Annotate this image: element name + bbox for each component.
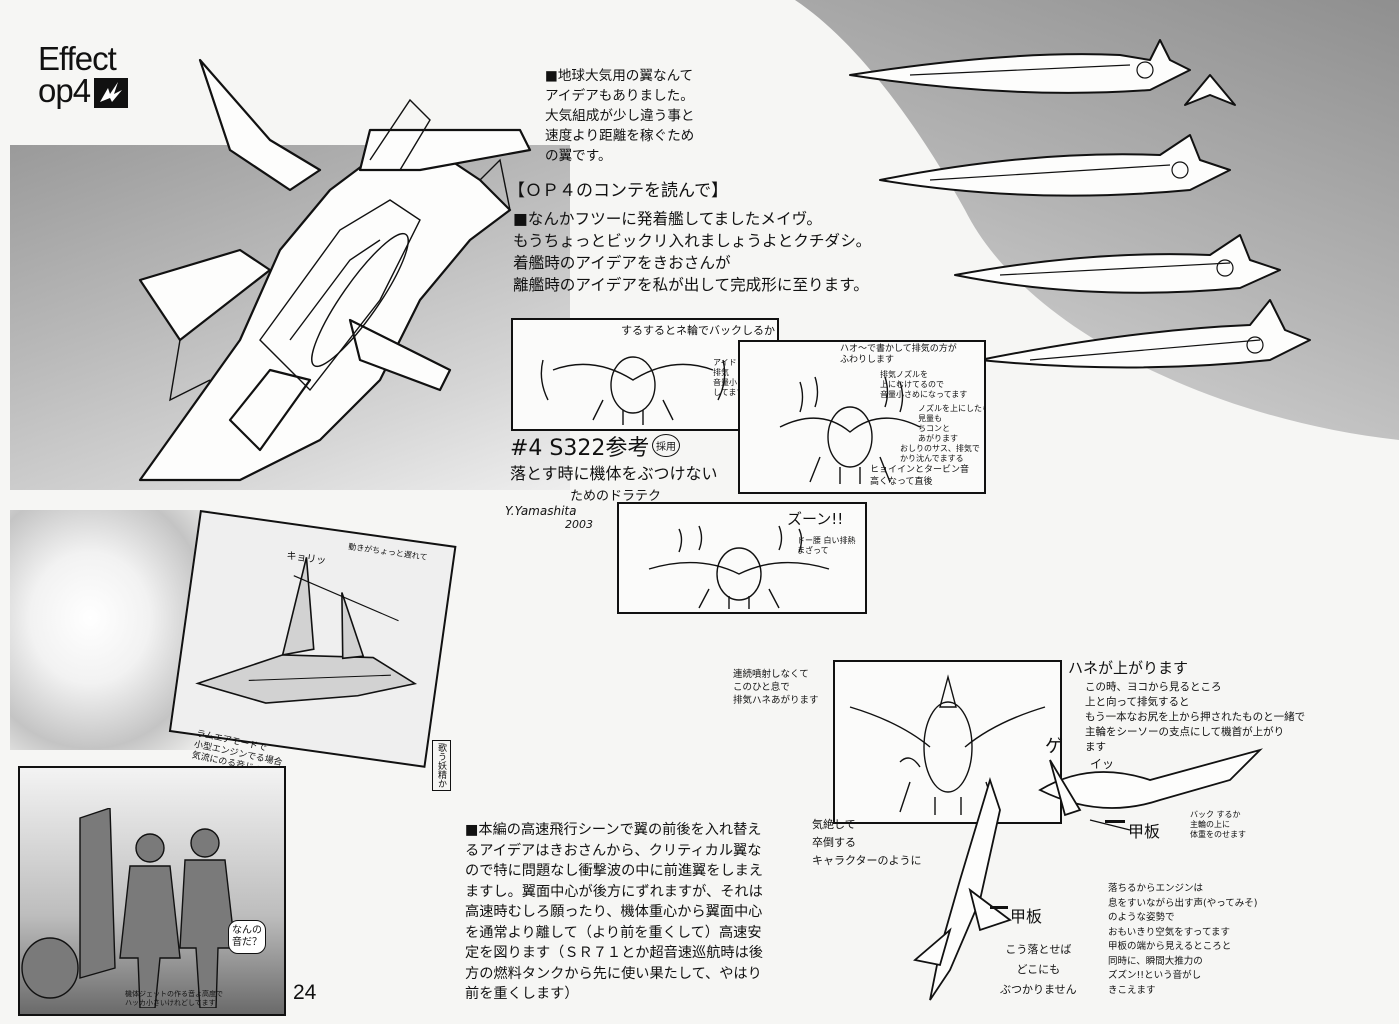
panel-3-sfx: ズーン!! — [787, 510, 844, 528]
note-atmospheric-wing: ■地球大気用の翼なんて アイデアもありました。 大気組成が少し違う事と 速度より… — [545, 68, 695, 164]
sfx-i: イッ — [1090, 757, 1115, 771]
panel-2-bottom-note: ヒョイインとタービン音 高くなって直後 — [870, 465, 970, 487]
conte-body-text: ■なんかフツーに発着艦してましたメイヴ。 もうちょっとビックリ入れましょうよとク… — [513, 210, 872, 294]
artist-signature: Y.Yamashita — [505, 504, 577, 518]
fainting-character-note: 気絶して 卒倒する キャラクターのように — [812, 818, 922, 867]
continuous-thrust-note: 連続噴射しなくて このひと息で 排気ハネあがります — [733, 669, 819, 706]
yukikaze-logo-icon — [94, 78, 129, 108]
note-forward-swept-wing: ■本編の高速飛行シーンで翼の前後を入れ替え るアイデアはきおさんから、クリティカ… — [465, 822, 763, 1002]
page-number: 24 — [293, 981, 317, 1004]
storyboard-panel-3: ズーン!! ドー腰 白い排熱 まざって — [617, 502, 867, 614]
speech-bubble-what-sound: なんの 音だ？ — [228, 920, 266, 954]
panel-3-side-note: ドー腰 白い排熱 まざって — [797, 536, 856, 555]
conte-heading: 【ＯＰ４のコンテを読んで】 — [508, 181, 729, 201]
deck-2-note: こう落とせば どこにも ぶつかりません — [1000, 943, 1077, 996]
reference-s322: #4 S322参考 — [510, 436, 650, 461]
falling-fighter-sketch — [913, 777, 1012, 1001]
panel-1-caption: するするとネ輪でバックしるから — [621, 324, 779, 337]
deck-line-2 — [990, 906, 1008, 909]
engine-sound-note: 落ちるからエンジンは 息をすいながら出す声(やってみそ) のような姿勢で おもい… — [1108, 883, 1258, 996]
reference-note-line-2: 落とす時に機体をぶつけない — [510, 464, 718, 483]
deck-line-1 — [1105, 820, 1125, 823]
storyboard-panel-2: ハオ〜で書かして排気の方が ふわりします 排気ノズルを 上にむけてるので 音量小… — [738, 340, 986, 494]
deck-label-2: 甲板 — [1010, 907, 1043, 926]
panel-2-sketch — [779, 376, 921, 484]
deck-label-1: 甲板 — [1128, 822, 1161, 841]
panel-4-explanation: この時、ヨコから見るところ 上と向って排気すると もう一本なお尻を上から押された… — [1085, 681, 1306, 753]
panel-4-title-note: ハネが上がります — [1068, 659, 1189, 677]
pilots-walking-sketch — [21, 808, 236, 1008]
pilot-illustration-panel: なんの 音だ？ 機体ジェットの作る音よ高度で ハッカ小さいけれどしてます — [18, 766, 286, 1016]
deck-fighter-rotating-sketch — [1038, 748, 1264, 831]
panel-3-sketch — [648, 525, 830, 609]
fighter-transformation-sketch-panel: キョリッ 動きがちょっと遅れて — [168, 510, 457, 768]
title-line-1: Effect — [38, 40, 117, 77]
deck-1-note: バック するか 主輪の上に 体重をのせます — [1190, 810, 1246, 839]
singing-fairy-note: 歌う妖精か — [432, 740, 451, 791]
panel-2-caption: ハオ〜で書かして排気の方が ふわりします — [840, 344, 957, 365]
artist-signature-year: 2003 — [565, 518, 593, 531]
page-title: Effect op4 — [38, 40, 129, 109]
transforming-fighter-sketch — [195, 557, 418, 704]
reference-note-line-3: ためのドラテク — [570, 489, 662, 504]
panel-2-side-note-1: 排気ノズルを 上にむけてるので 音量小さめになってます — [880, 370, 968, 399]
main-fighter-sketch — [138, 58, 532, 482]
adopted-stamp: 採用 — [652, 434, 680, 457]
sfx-ga: ゲ — [1045, 736, 1063, 757]
panel-2-side-note-3: おしりのサス、排気で かり沈んでまする — [900, 444, 980, 463]
panel-5-sketch — [849, 674, 1046, 815]
fuselage-side-sketches — [849, 39, 1311, 369]
pilot-panel-bottom-note: 機体ジェットの作る音よ高度で ハッカ小さいけれどしてます — [125, 990, 223, 1007]
panel-1-sketch — [540, 356, 726, 425]
panel-2-side-note-2: ノズルを上にしたら 見量も ちコンと あがります — [918, 404, 986, 443]
storyboard-panel-4 — [833, 660, 1062, 824]
title-line-2: op4 — [38, 72, 91, 109]
